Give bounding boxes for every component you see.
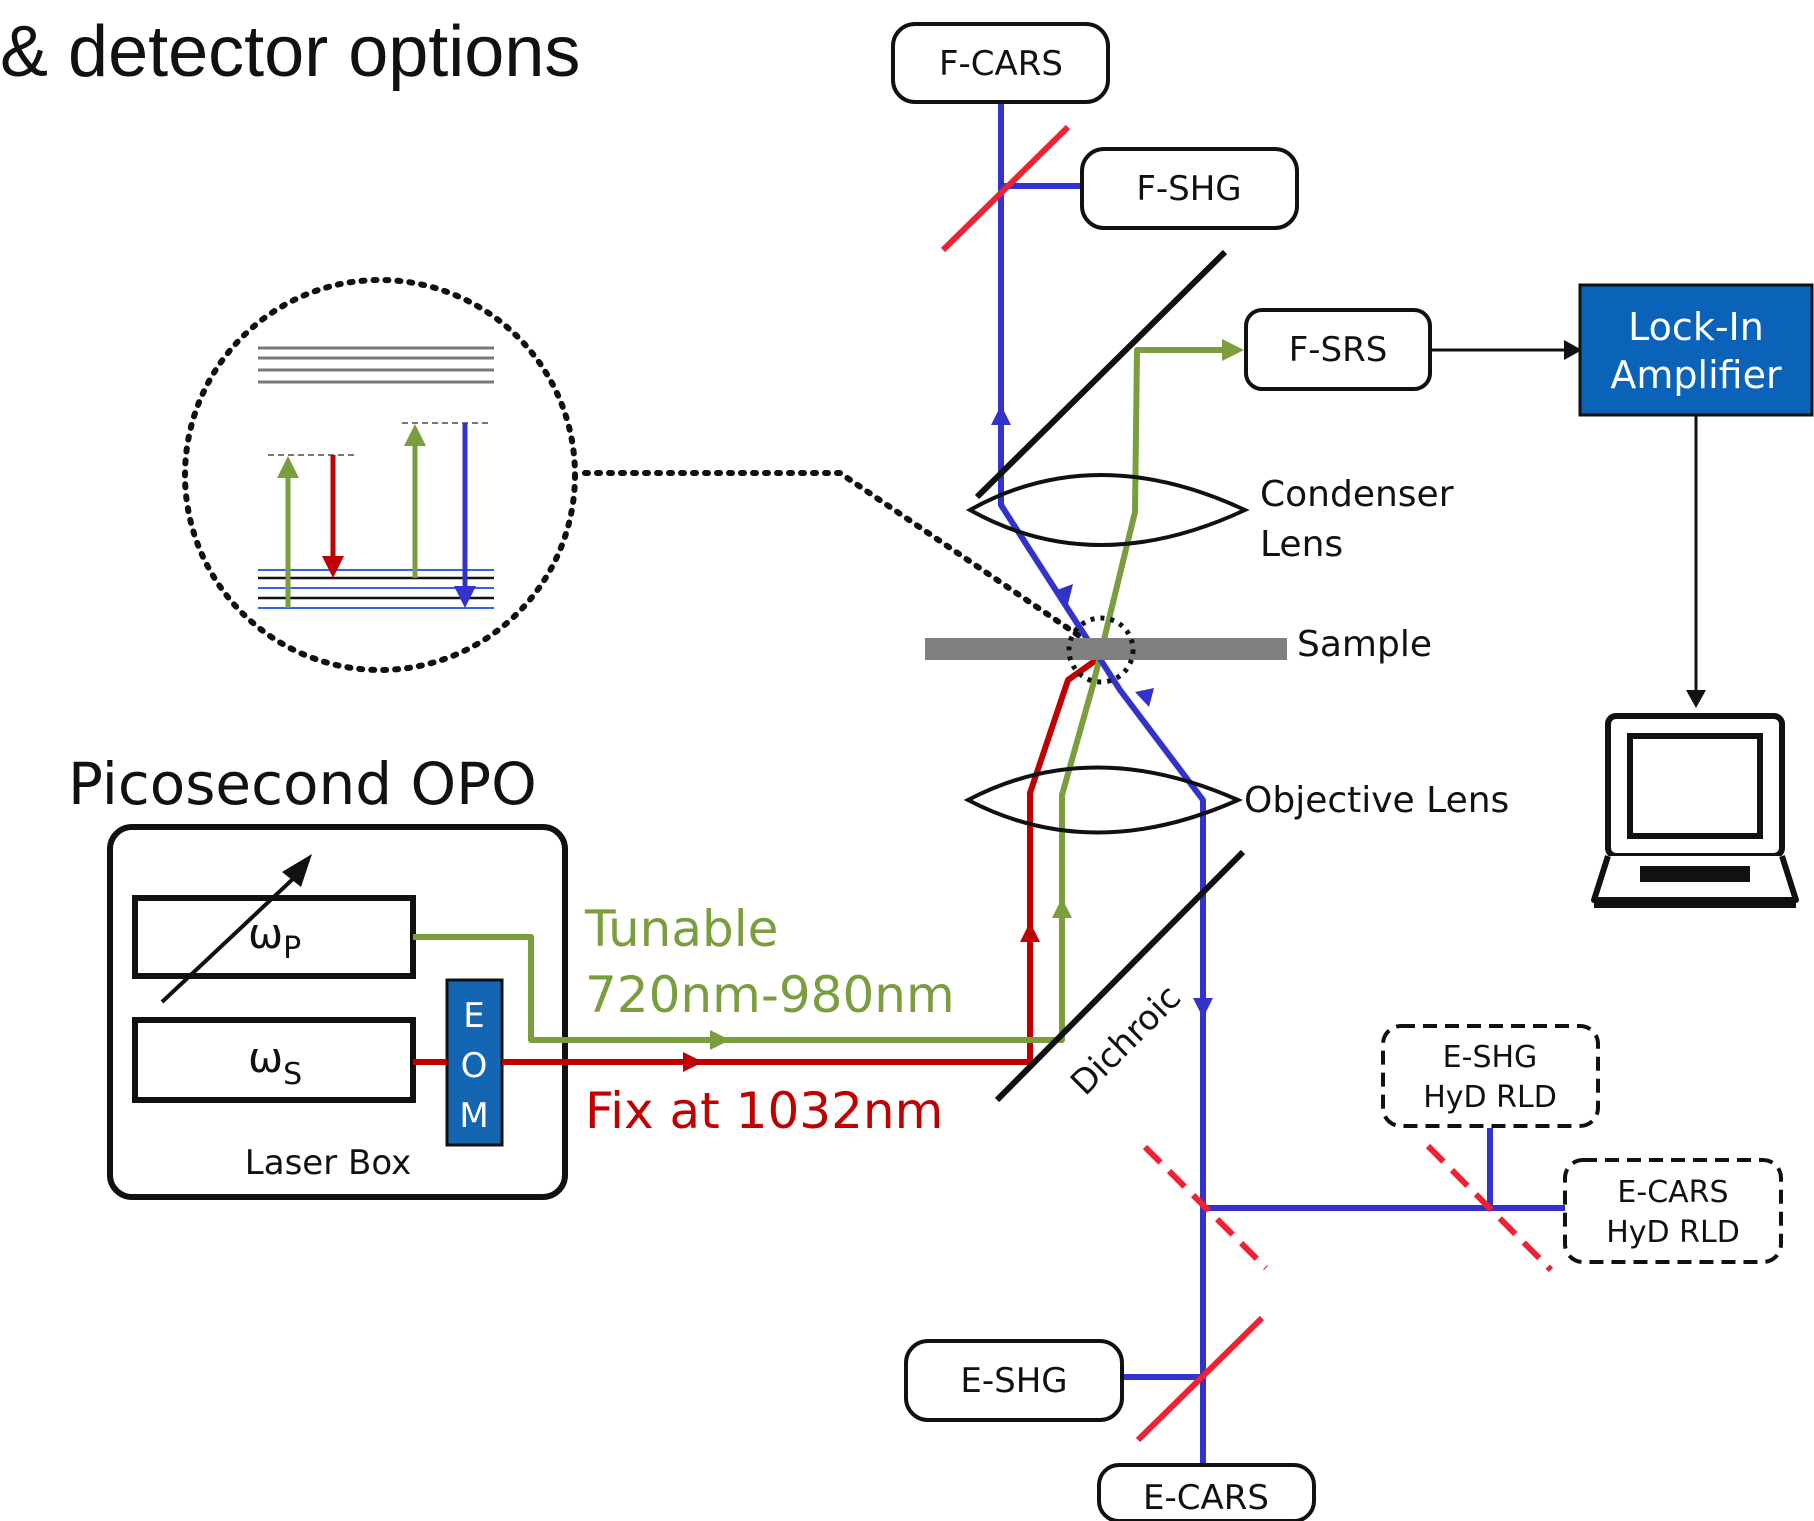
e-cars-detector: E-CARS [1097, 1463, 1316, 1521]
energy-level-diagram [182, 277, 1103, 673]
focus-spot [1066, 615, 1136, 685]
svg-text:F-CARS: F-CARS [939, 44, 1063, 84]
e-shg-hyd-detector: E-SHG HyD RLD [1381, 1024, 1600, 1128]
condenser-label-line2: Lens [1260, 524, 1343, 565]
dichroic-label: Dichroic [1063, 977, 1189, 1103]
sample-label: Sample [1297, 624, 1432, 665]
e-shg-dichroic [1135, 1315, 1265, 1443]
pump-beam [413, 347, 1230, 1043]
eom-letter-m: M [459, 1096, 488, 1136]
eom-letter-o: O [461, 1046, 488, 1086]
lockin-to-computer-arrow [1686, 690, 1706, 708]
svg-text:F-SHG: F-SHG [1136, 169, 1241, 209]
pump-arrow-2 [404, 424, 426, 578]
vibrational-levels-ground [258, 569, 494, 609]
e-hyd-dichroic-1 [1142, 1144, 1269, 1271]
stokes-beam-arrow-2 [1020, 922, 1040, 942]
slide-title: & detector options [0, 12, 580, 92]
svg-text:F-SRS: F-SRS [1289, 330, 1388, 370]
svg-text:Amplifier: Amplifier [1610, 353, 1782, 397]
signal-beam [998, 100, 1565, 1470]
pump-label: ωP [248, 909, 301, 966]
svg-text:Lock-In: Lock-In [1628, 305, 1764, 349]
svg-text:E-CARS: E-CARS [1143, 1478, 1269, 1518]
condenser-lens [965, 473, 1250, 547]
f-cars-detector: F-CARS [891, 22, 1110, 104]
zoom-connector [582, 470, 1103, 653]
pump-beam-arrow-2 [1052, 898, 1072, 918]
stokes-beam-arrow-1 [683, 1052, 703, 1072]
anti-stokes-arrow [454, 423, 476, 608]
pump-arrow-1 [277, 456, 299, 608]
zoom-circle [182, 277, 578, 673]
laser-box [107, 824, 568, 1200]
srs-to-lockin-arrow [1564, 340, 1582, 360]
dichroic-mirror [994, 849, 1246, 1103]
svg-text:E-CARS: E-CARS [1617, 1175, 1728, 1210]
svg-text:E-SHG: E-SHG [1443, 1040, 1538, 1075]
lock-in-amplifier: Lock-In Amplifier [1578, 283, 1814, 417]
stokes-arrow [322, 455, 344, 578]
tunable-label-line2: 720nm-980nm [585, 966, 955, 1024]
eom-letter-e: E [463, 996, 484, 1036]
svg-text:HyD RLD: HyD RLD [1423, 1080, 1557, 1115]
virtual-levels [268, 422, 490, 456]
condenser-label-line1: Condenser [1260, 474, 1454, 515]
vibrational-levels-upper [258, 346, 494, 384]
svg-text:HyD RLD: HyD RLD [1606, 1215, 1740, 1250]
tunable-arrow [160, 854, 312, 1004]
tunable-label-line1: Tunable [584, 900, 778, 958]
fixed-wavelength-label: Fix at 1032nm [585, 1082, 943, 1140]
f-shg-detector: F-SHG [1080, 147, 1299, 230]
laser-box-label: Laser Box [245, 1143, 411, 1183]
e-hyd-dichroic-2 [1425, 1143, 1554, 1273]
source-heading: Picosecond OPO [68, 750, 537, 818]
stokes-beam [413, 655, 1101, 1065]
forward-mirror [974, 249, 1228, 500]
f-shg-dichroic [940, 124, 1071, 253]
signal-arrow-down-2 [1193, 998, 1213, 1018]
stokes-label: ωS [248, 1033, 302, 1092]
sample-slide [925, 638, 1287, 660]
f-srs-detector: F-SRS [1244, 308, 1432, 391]
e-cars-hyd-detector: E-CARS HyD RLD [1563, 1158, 1783, 1264]
signal-arrow-sample [1057, 584, 1073, 604]
objective-lens [963, 765, 1243, 835]
objective-label: Objective Lens [1244, 780, 1509, 821]
e-shg-detector: E-SHG [904, 1339, 1124, 1422]
signal-arrow-forward [991, 405, 1011, 425]
computer-icon [1591, 713, 1799, 908]
signal-arrow-down-1 [1135, 688, 1154, 707]
svg-text:E-SHG: E-SHG [960, 1361, 1067, 1401]
pump-beam-arrow-1 [710, 1030, 730, 1050]
pump-beam-arrow-3 [1222, 339, 1244, 361]
